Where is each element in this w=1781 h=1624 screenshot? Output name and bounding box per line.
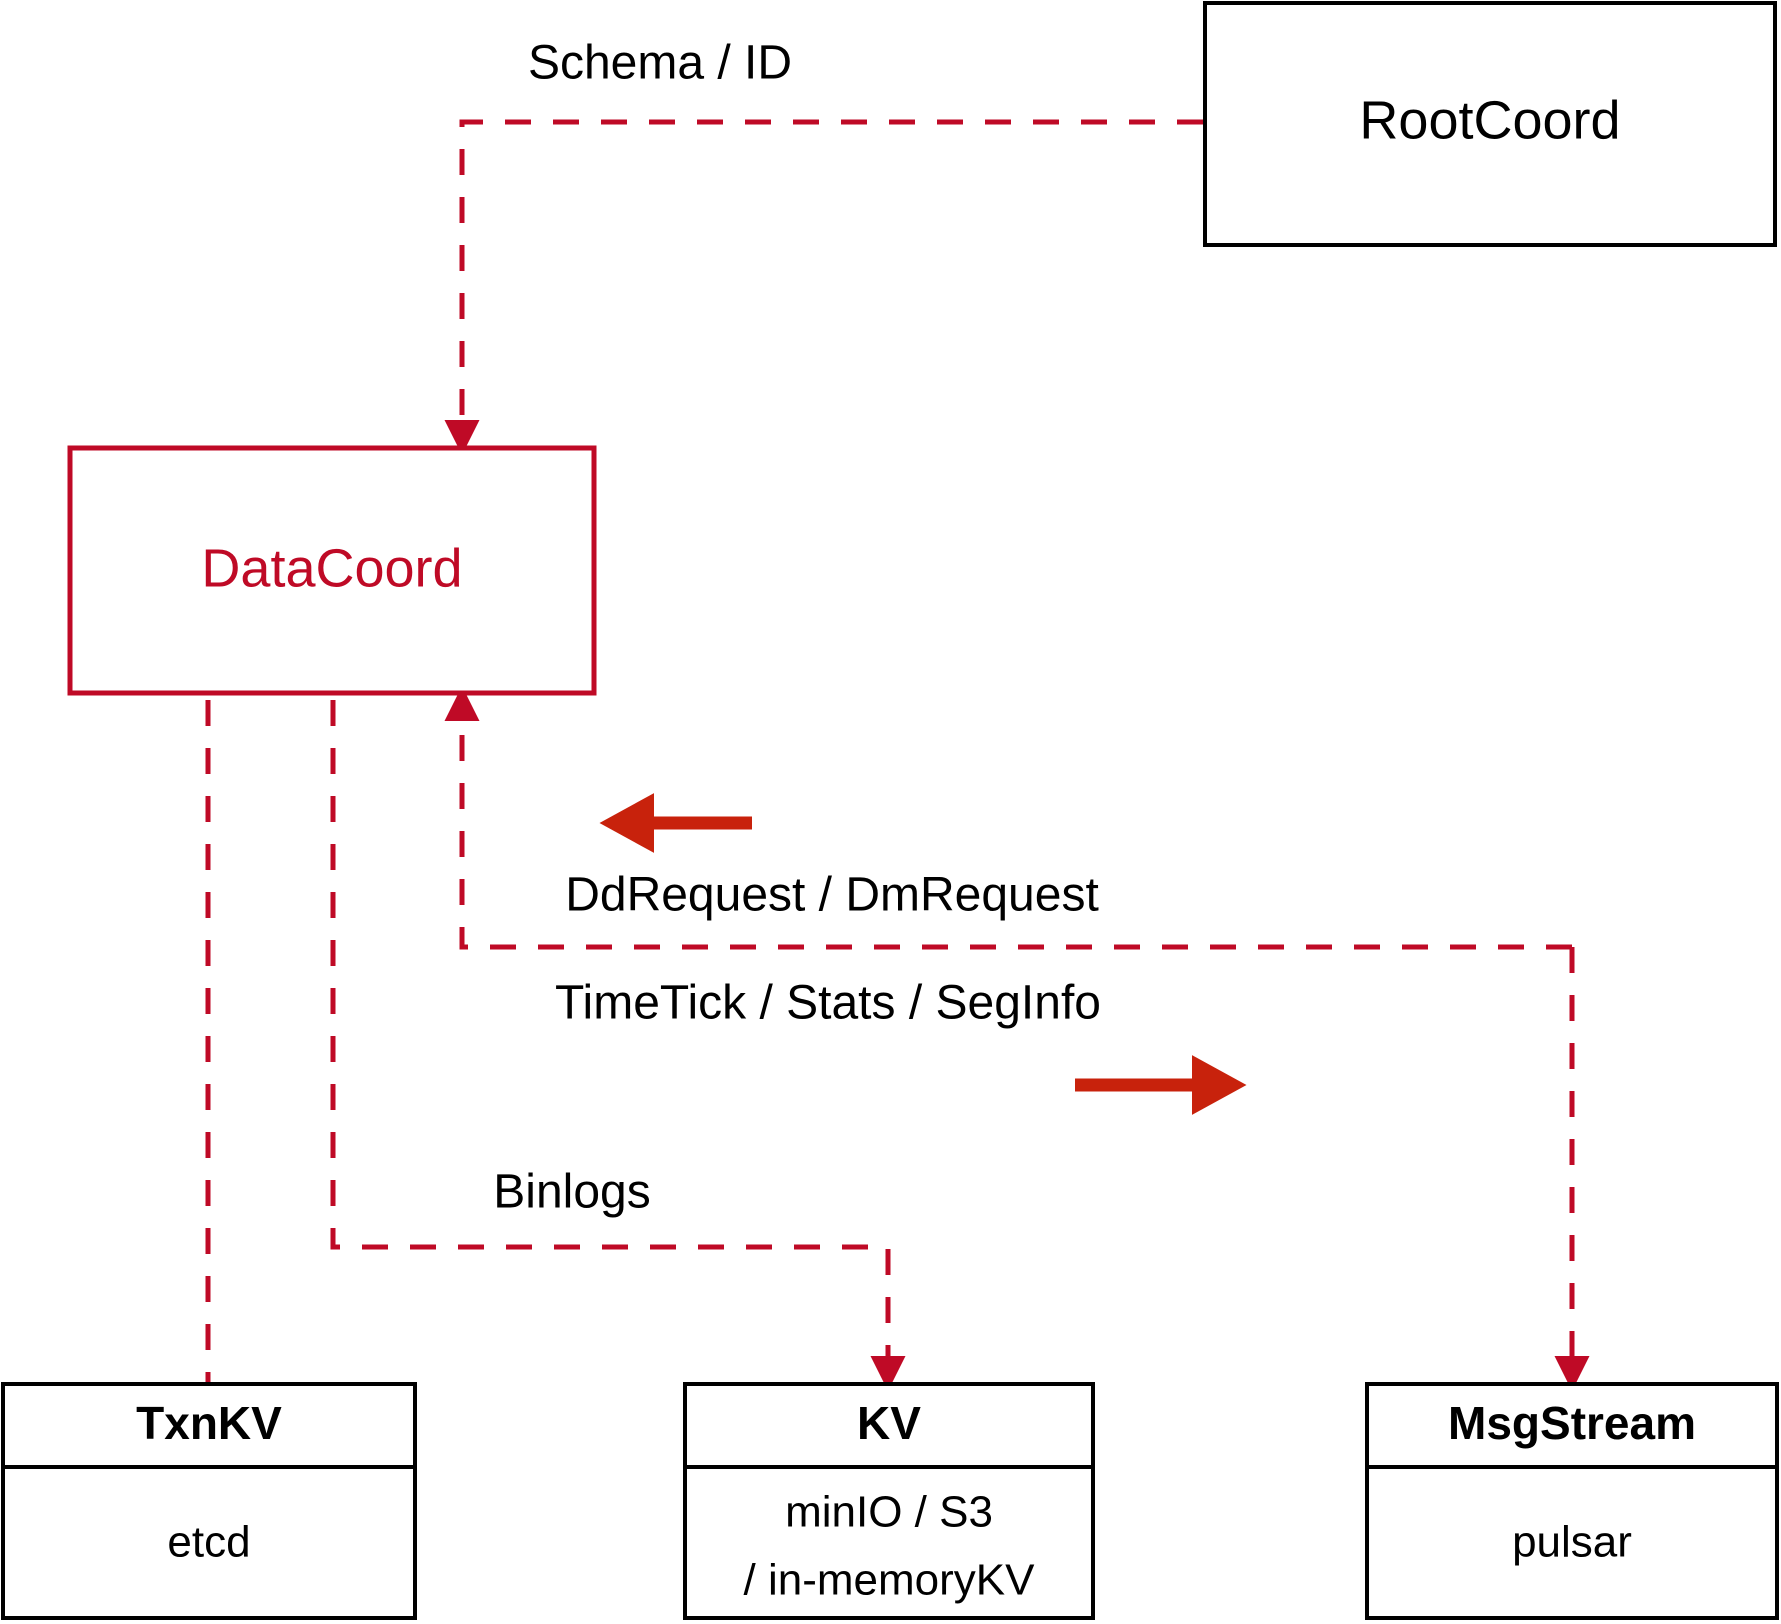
node-txnkv-subtitle: etcd (167, 1518, 250, 1567)
edge-label-binlogs: Binlogs (493, 1166, 650, 1219)
edge-binlogs: Binlogs (330, 700, 906, 1391)
edge-ddrequest-path (444, 686, 1572, 950)
edge-schema-id-path (444, 119, 1203, 455)
node-rootcoord[interactable]: RootCoord (1203, 1, 1777, 247)
node-rootcoord-box (1203, 1, 1777, 247)
edge-label-timetick-stats-seginfo: TimeTick / Stats / SegInfo (555, 977, 1101, 1030)
node-kv-subtitle-line2: / in-memoryKV (744, 1556, 1036, 1605)
edge-binlogs-path (330, 700, 906, 1391)
edge-label-ddrequest-dmrequest: DdRequest / DmRequest (565, 869, 1099, 922)
edge-timetick-stats-seginfo: TimeTick / Stats / SegInfo (555, 947, 1590, 1391)
node-kv-subtitle-line1: minIO / S3 (785, 1488, 993, 1537)
node-datacoord[interactable]: DataCoord (67, 445, 597, 696)
node-txnkv-title: TxnKV (136, 1397, 282, 1449)
node-kv-box (683, 1382, 1095, 1620)
node-txnkv-box (1, 1382, 417, 1620)
node-datacoord-box (67, 445, 597, 696)
node-kv[interactable]: KV minIO / S3 / in-memoryKV (683, 1382, 1095, 1620)
edge-label-schema-id: Schema / ID (528, 37, 792, 90)
node-msgstream-title: MsgStream (1448, 1397, 1696, 1449)
node-txnkv[interactable]: TxnKV etcd (1, 1382, 417, 1620)
node-datacoord-label: DataCoord (201, 538, 462, 598)
edge-schema-id: Schema / ID (444, 37, 1203, 455)
node-kv-title: KV (857, 1397, 921, 1449)
node-rootcoord-label: RootCoord (1359, 90, 1620, 150)
edge-ddrequest-dmrequest: DdRequest / DmRequest (444, 686, 1572, 950)
node-msgstream-box (1365, 1382, 1779, 1620)
node-msgstream[interactable]: MsgStream pulsar (1365, 1382, 1779, 1620)
node-msgstream-subtitle: pulsar (1512, 1518, 1632, 1567)
